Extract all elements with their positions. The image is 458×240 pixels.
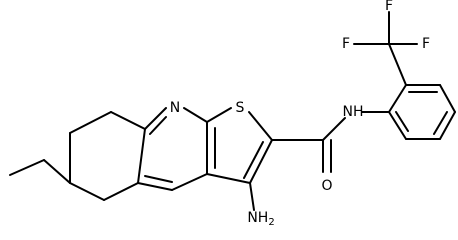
bond-ethyl-ch3 [9,159,45,176]
bond-thiophene-3b [243,141,264,179]
bond-thiophene-4 [206,173,251,184]
bond-pyridine-4 [171,173,208,191]
bond-pyridine-5b [144,175,173,183]
bond-cyclohexene-3 [137,128,146,184]
bond-aryl-3 [439,84,456,113]
bond-cyclohexene-5 [69,111,112,134]
molecule-structure-diagram: N S NH O NH2 F F F [9,0,456,228]
bond-aryl-4b [433,111,448,135]
bond-aryl-1 [388,84,407,113]
atom-amino: NH2 [247,210,274,228]
bond-aryl-4 [439,111,456,140]
bond-thiophene-2 [248,111,273,141]
bond-pyridine-1b [149,116,167,135]
bond-thiophene-3 [249,139,273,184]
atom-f-top: F [385,0,393,14]
bond-aryl-6b [395,111,409,132]
bond-cyclohexene-1 [69,182,105,201]
atom-o: O [321,178,332,194]
bond-pyridine-1 [144,107,167,130]
bond-amino [249,182,255,211]
atom-labels: N S NH O NH2 F F F [170,0,430,228]
atom-f-left: F [342,36,350,52]
bond-thiophene-1 [206,107,232,123]
bond-aryl-cf3 [388,43,407,86]
atom-nh-amide: NH [343,104,364,120]
bond-ethyl-ch2 [43,159,71,184]
bond-pyridine-5 [137,182,173,191]
bonds [9,11,456,211]
atom-f-right: F [422,36,430,52]
bond-amide-cn [322,117,346,141]
atom-amino-subscript: 2 [268,217,274,228]
atom-s: S [236,100,245,116]
atom-n-ring: N [170,100,180,116]
bond-aryl-6 [388,111,407,140]
bond-cyclohexene-2 [103,182,139,201]
bond-pyridine-2 [183,107,208,123]
bond-cyclohexene-4 [110,111,146,130]
atom-amino-label: NH [247,210,268,226]
